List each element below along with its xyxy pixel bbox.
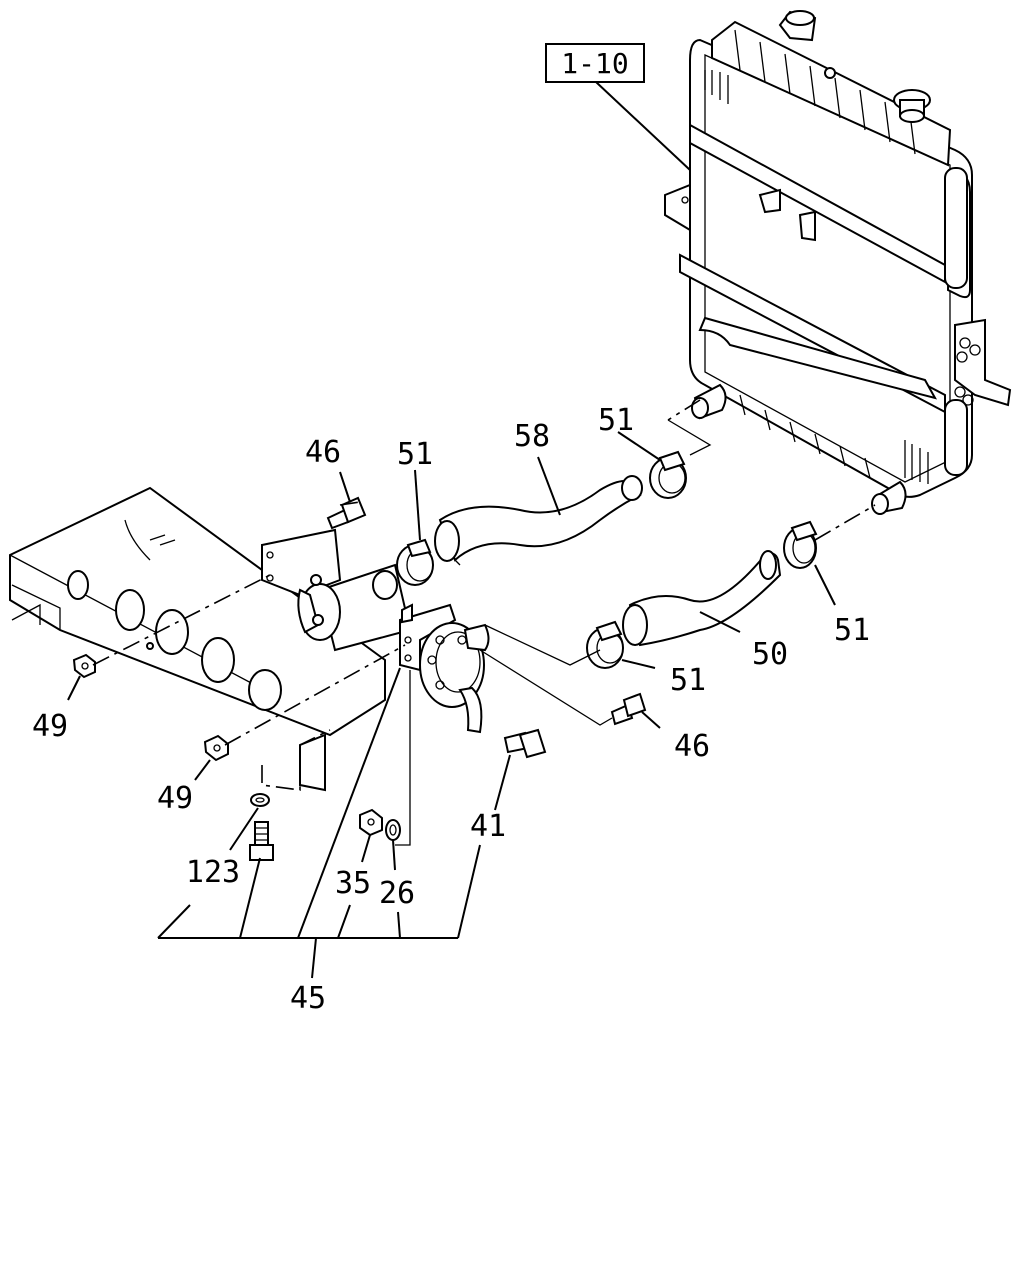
callout-51-right: 51 — [834, 613, 870, 648]
callout-123: 123 — [186, 855, 240, 890]
assembly-center-lines — [92, 399, 876, 846]
bolt-46-top — [326, 496, 367, 530]
reference-box-1-10: 1-10 — [545, 43, 691, 171]
callout-26: 26 — [379, 876, 415, 911]
callout-35: 35 — [335, 866, 371, 901]
hose-clamp-left — [396, 538, 434, 586]
callout-51-top: 51 — [598, 403, 634, 438]
stud-bolt — [249, 821, 274, 861]
nut-49-top — [72, 653, 96, 679]
heater-valve-assembly — [261, 528, 490, 734]
callout-41: 41 — [470, 809, 506, 844]
washer-123 — [250, 793, 270, 807]
hose-clamp-top-right — [649, 450, 687, 499]
bolt-41 — [503, 728, 547, 759]
hose-clamp-middle — [586, 620, 624, 669]
callout-46-top: 46 — [305, 435, 341, 470]
callout-49-top: 49 — [32, 709, 68, 744]
radiator-assembly — [664, 10, 1012, 515]
nut-49-bottom — [203, 734, 229, 762]
callout-51-left: 51 — [397, 437, 433, 472]
callout-45: 45 — [290, 981, 326, 1016]
callout-46-right: 46 — [674, 729, 710, 764]
hose-clamp-right — [783, 520, 818, 569]
callout-51-middle: 51 — [670, 663, 706, 698]
lower-hose-50 — [622, 550, 782, 647]
washer-26 — [385, 819, 401, 841]
reference-box-label: 1-10 — [561, 47, 628, 80]
callout-labels: 46 51 58 51 51 50 51 46 49 49 41 123 35 … — [32, 403, 870, 1016]
callout-50: 50 — [752, 637, 788, 672]
bolt-46-right — [610, 692, 647, 726]
upper-hose-58 — [434, 475, 643, 562]
nut-35 — [359, 808, 383, 837]
callout-49-bottom: 49 — [157, 781, 193, 816]
callout-58: 58 — [514, 419, 550, 454]
leader-lines — [67, 431, 836, 979]
